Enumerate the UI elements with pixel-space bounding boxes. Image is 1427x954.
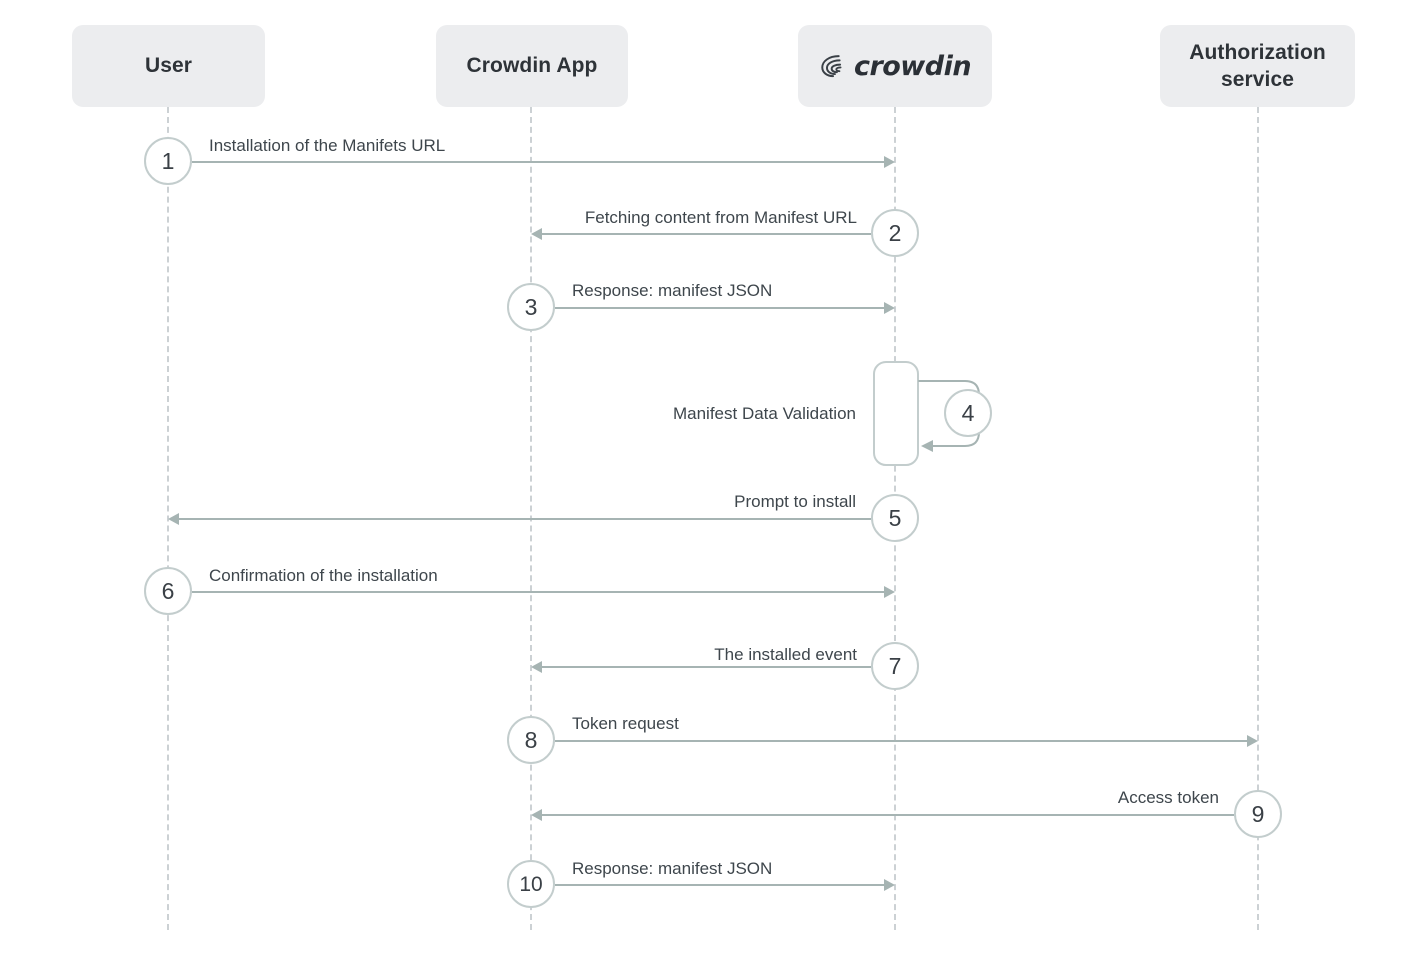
step-circle-5: 5: [871, 494, 919, 542]
message-arrowhead-8: [1247, 735, 1258, 747]
message-line-10: [555, 884, 884, 886]
step-number-4: 4: [961, 399, 975, 426]
message-label-9: Access token: [1117, 788, 1219, 807]
participant-label-auth-service: Authorization service: [1189, 40, 1326, 91]
participant-crowdin: crowdin: [798, 25, 992, 107]
crowdin-logo: crowdin: [819, 50, 972, 82]
step-circle-3: 3: [507, 283, 555, 331]
step-number-6: 6: [161, 577, 175, 604]
message-arrowhead-9: [531, 809, 542, 821]
message-label-4: Manifest Data Validation: [672, 404, 856, 423]
step-circle-1: 1: [144, 137, 192, 185]
step-number-7: 7: [888, 652, 902, 679]
message-label-8: Token request: [572, 714, 679, 733]
participant-crowdin-app: Crowdin App: [436, 25, 628, 107]
message-line-1: [192, 161, 884, 163]
message-arrowhead-7: [531, 661, 542, 673]
step-number-3: 3: [524, 293, 538, 320]
step-number-2: 2: [888, 219, 902, 246]
step-number-10: 10: [519, 872, 543, 896]
message-arrowhead-2: [531, 228, 542, 240]
step-circle-2: 2: [871, 209, 919, 257]
activation-box-crowdin: [873, 361, 919, 466]
message-label-5: Prompt to install: [734, 492, 856, 511]
step-circle-8: 8: [507, 716, 555, 764]
message-arrowhead-3: [884, 302, 895, 314]
step-circle-4: 4: [944, 389, 992, 437]
step-number-8: 8: [524, 726, 538, 753]
message-line-9: [542, 814, 1234, 816]
step-circle-10: 10: [507, 860, 555, 908]
message-label-1: Installation of the Manifets URL: [209, 136, 446, 155]
step-number-9: 9: [1251, 800, 1265, 827]
message-label-10: Response: manifest JSON: [572, 859, 773, 878]
message-label-7: The installed event: [714, 645, 857, 664]
step-number-5: 5: [888, 504, 902, 531]
participant-auth-service: Authorization service: [1160, 25, 1355, 107]
lifeline-auth-service: [1257, 107, 1259, 930]
step-circle-9: 9: [1234, 790, 1282, 838]
message-arrowhead-6: [884, 586, 895, 598]
crowdin-swirl-icon: [819, 51, 849, 81]
message-line-5: [179, 518, 871, 520]
message-label-2: Fetching content from Manifest URL: [584, 208, 857, 227]
message-line-3: [555, 307, 884, 309]
step-number-1: 1: [161, 147, 175, 174]
step-circle-6: 6: [144, 567, 192, 615]
crowdin-wordmark: crowdin: [853, 50, 972, 82]
message-label-6: Confirmation of the installation: [209, 566, 438, 585]
message-line-2: [542, 233, 871, 235]
message-line-8: [555, 740, 1247, 742]
message-arrowhead-1: [884, 156, 895, 168]
message-line-7: [542, 666, 871, 668]
message-arrowhead-5: [168, 513, 179, 525]
step-circle-7: 7: [871, 642, 919, 690]
participant-label-user: User: [144, 54, 193, 78]
message-arrowhead-10: [884, 879, 895, 891]
message-label-3: Response: manifest JSON: [572, 281, 773, 300]
participant-label-crowdin-app: Crowdin App: [466, 54, 598, 78]
participant-user: User: [72, 25, 265, 107]
message-line-6: [192, 591, 884, 593]
